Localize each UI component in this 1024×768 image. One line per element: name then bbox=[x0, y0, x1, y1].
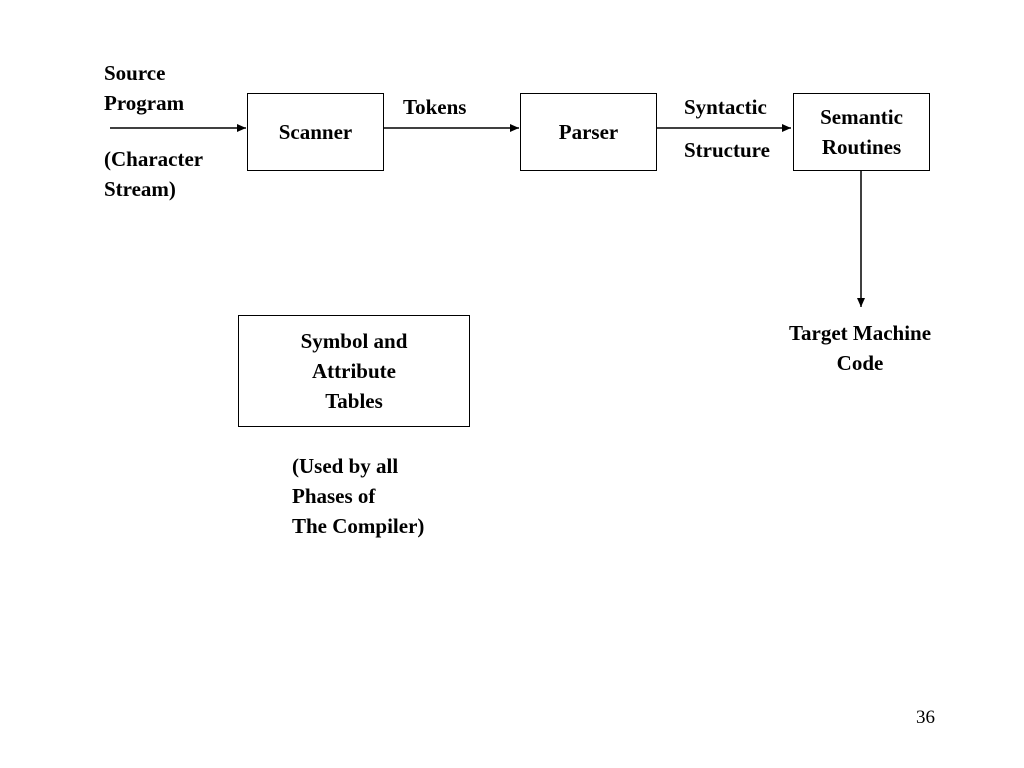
scanner-label: Scanner bbox=[278, 120, 353, 144]
source-line-1: Source bbox=[104, 61, 166, 85]
symbol-line-2: Attribute bbox=[312, 359, 396, 383]
parser-label: Parser bbox=[558, 120, 619, 144]
semantic-line-1: Semantic bbox=[820, 105, 903, 129]
syntactic-label-line-2: Structure bbox=[684, 138, 770, 162]
source-program-label: Source Program bbox=[104, 58, 184, 118]
character-stream-line-2: Stream) bbox=[104, 177, 176, 201]
target-line-1: Target Machine bbox=[788, 321, 932, 345]
character-stream-line-1: (Character bbox=[104, 147, 204, 171]
target-code-label: Target Machine Code bbox=[760, 318, 960, 378]
usage-line-1: (Used by all bbox=[292, 454, 399, 478]
source-line-2: Program bbox=[104, 91, 185, 115]
symbol-tables-box: Symbol and Attribute Tables bbox=[238, 315, 470, 427]
parser-box: Parser bbox=[520, 93, 657, 171]
semantic-routines-box: Semantic Routines bbox=[793, 93, 930, 171]
symbol-line-3: Tables bbox=[325, 389, 383, 413]
syntactic-label-line-1: Syntactic bbox=[684, 95, 767, 119]
character-stream-label: (Character Stream) bbox=[104, 144, 203, 204]
tokens-label: Tokens bbox=[403, 95, 467, 119]
semantic-line-2: Routines bbox=[821, 135, 902, 159]
symbol-line-1: Symbol and bbox=[300, 329, 408, 353]
target-line-2: Code bbox=[836, 351, 884, 375]
usage-note: (Used by all Phases of The Compiler) bbox=[292, 451, 424, 541]
scanner-box: Scanner bbox=[247, 93, 384, 171]
page-number: 36 bbox=[916, 707, 935, 728]
usage-line-3: The Compiler) bbox=[292, 514, 425, 538]
usage-line-2: Phases of bbox=[292, 484, 376, 508]
